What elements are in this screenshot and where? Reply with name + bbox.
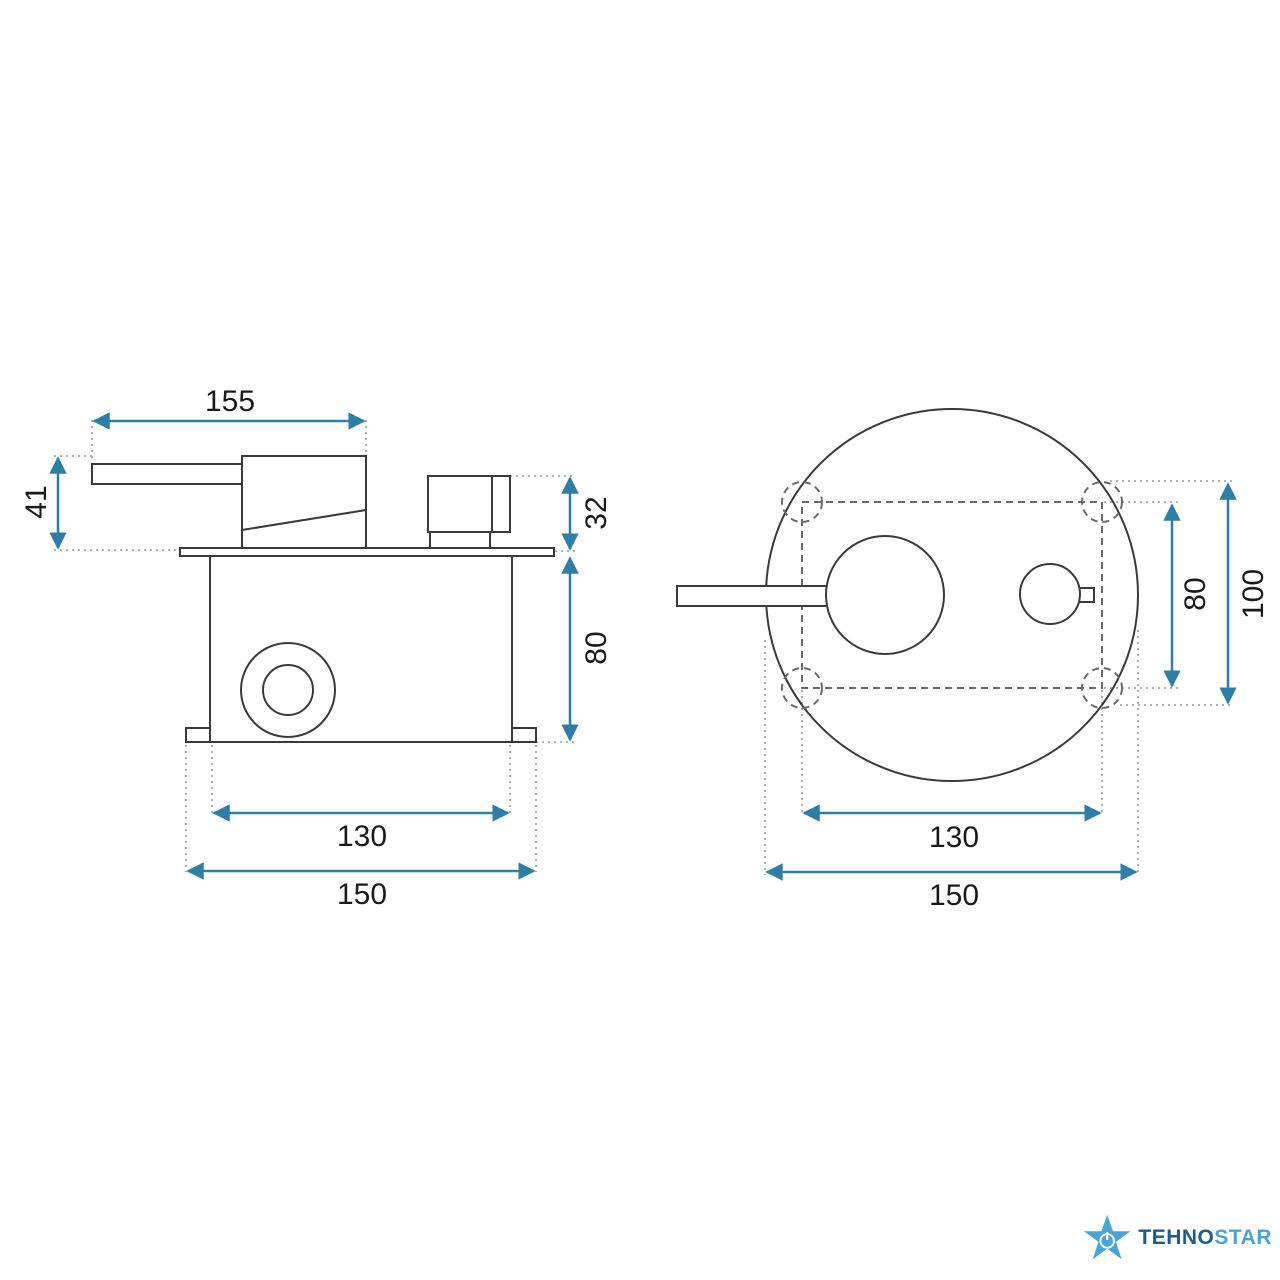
hidden-mount-tab <box>1081 481 1123 523</box>
brand-name: TEHNOSTAR <box>1138 1226 1272 1250</box>
outlet-ring <box>240 642 336 738</box>
outlet-hole <box>262 664 314 716</box>
diverter-knob <box>427 475 511 533</box>
cover-plate <box>179 547 555 557</box>
dim-label-80-front: 80 <box>1179 577 1212 610</box>
dim-label-130-side: 130 <box>337 820 387 853</box>
dim-label-155: 155 <box>205 385 255 418</box>
diverter-knob-front <box>1019 563 1081 625</box>
dim-label-150-side: 150 <box>337 878 387 911</box>
lever-handle <box>91 463 245 485</box>
front-view: 80 100 130 150 <box>676 408 1270 912</box>
dim-label-80-side: 80 <box>580 631 613 664</box>
cartridge-split <box>241 509 367 531</box>
hidden-mount-tab <box>1081 667 1123 709</box>
mount-foot <box>185 727 211 743</box>
hidden-mount-tab <box>781 667 823 709</box>
dim-label-150-front: 150 <box>929 879 979 912</box>
main-knob <box>825 535 945 655</box>
hidden-mount-tab <box>781 481 823 523</box>
side-view: 155 41 32 80 130 150 <box>20 385 613 911</box>
brand-name-part1: TEHNO <box>1138 1226 1215 1249</box>
lever-handle-front <box>676 585 840 607</box>
knob-neck <box>429 531 491 549</box>
dim-label-100-front: 100 <box>1237 569 1270 619</box>
dim-label-41: 41 <box>20 485 53 518</box>
star-power-icon <box>1083 1214 1131 1260</box>
mount-foot <box>511 727 537 743</box>
brand-name-part2: STAR <box>1214 1226 1272 1249</box>
dim-label-130-front: 130 <box>929 821 979 854</box>
dim-label-32: 32 <box>580 496 613 529</box>
cartridge-body <box>241 455 367 549</box>
valve-box <box>209 555 513 743</box>
brand-logo: TEHNOSTAR <box>1082 1208 1272 1268</box>
